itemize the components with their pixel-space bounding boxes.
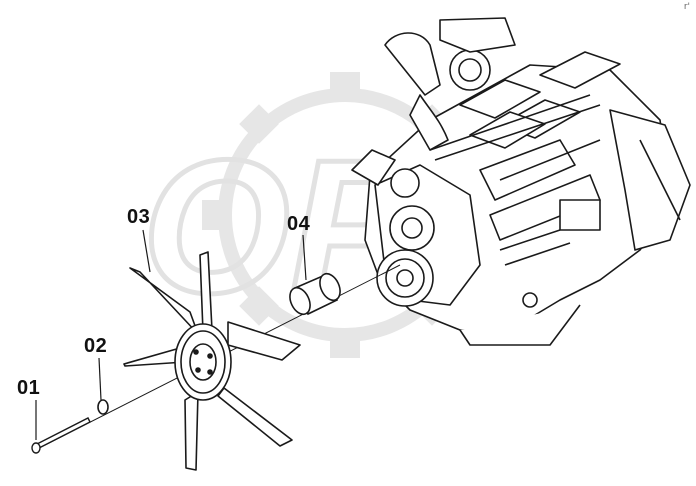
callout-label-01: 01 [17,377,41,399]
washer-part [97,399,109,415]
callout-label-02: 02 [84,335,108,357]
bolt-part [31,417,91,454]
engine-assembly [351,17,691,346]
callout-label-03: 03 [127,206,151,228]
callout-leader-lines [35,229,307,440]
callout-label-04: 04 [287,213,311,235]
cooling-fan-part [123,251,301,471]
fan-spacer-part [289,272,341,316]
corner-mark: r' [683,2,690,12]
